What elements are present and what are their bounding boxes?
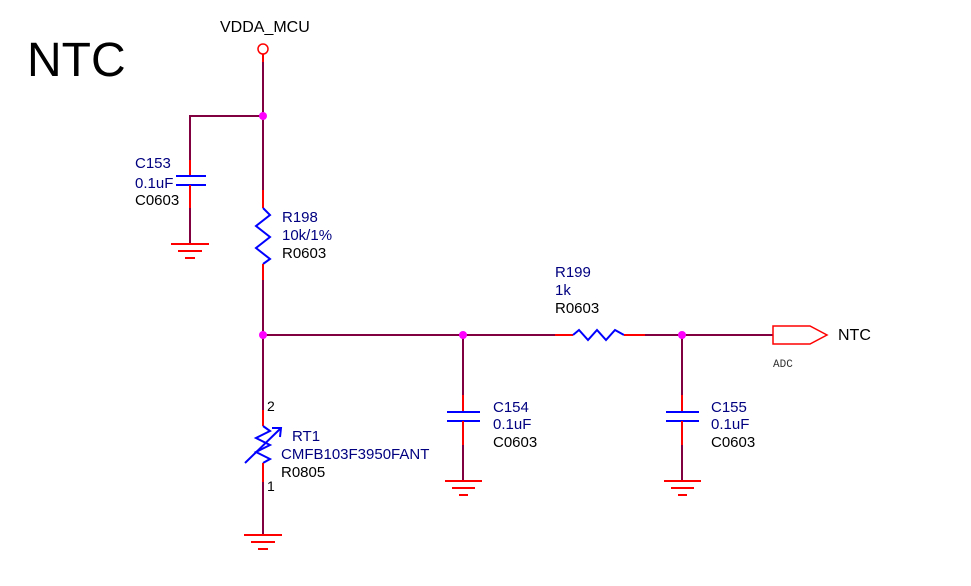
rt1-pin-2-label: 2 bbox=[267, 398, 275, 414]
r199-footprint: R0603 bbox=[555, 300, 599, 317]
r199-zigzag bbox=[572, 328, 625, 342]
rt1-arrow-line bbox=[244, 427, 282, 464]
resistor-r199[interactable]: R199 1k R0603 bbox=[555, 264, 645, 342]
rt1-zigzag bbox=[253, 425, 273, 464]
port-type-label: ADC bbox=[773, 359, 793, 371]
c155-footprint: C0603 bbox=[711, 434, 755, 451]
junction-dot bbox=[459, 331, 467, 339]
r199-value: 1k bbox=[555, 282, 571, 299]
capacitor-c154[interactable]: C154 0.1uF C0603 bbox=[445, 395, 537, 496]
resistor-r198[interactable]: R198 10k/1% R0603 bbox=[254, 190, 332, 280]
power-net-label: VDDA_MCU bbox=[220, 19, 310, 36]
junction-dot bbox=[259, 331, 267, 339]
c155-ref: C155 bbox=[711, 399, 747, 416]
junction-dot bbox=[259, 112, 267, 120]
port-arrow-icon bbox=[772, 325, 829, 345]
capacitor-c153[interactable]: C153 0.1uF C0603 bbox=[135, 155, 209, 259]
ground-icon bbox=[664, 480, 701, 496]
c153-value: 0.1uF bbox=[135, 175, 173, 192]
output-port-ntc[interactable]: NTC ADC bbox=[772, 325, 871, 371]
c153-ref: C153 bbox=[135, 155, 171, 172]
ground-icon bbox=[171, 243, 209, 259]
r199-ref: R199 bbox=[555, 264, 591, 281]
rt1-arrow-head-icon bbox=[272, 427, 283, 438]
r198-footprint: R0603 bbox=[282, 245, 326, 262]
power-port-vdda-mcu[interactable]: VDDA_MCU bbox=[220, 19, 310, 62]
c154-ref: C154 bbox=[493, 399, 529, 416]
sheet-title: NTC bbox=[27, 34, 126, 87]
ground-icon bbox=[445, 480, 482, 496]
power-port-circle-icon bbox=[257, 43, 269, 55]
wire-vdda-to-c153[interactable] bbox=[189, 115, 263, 160]
port-net-label: NTC bbox=[838, 327, 871, 344]
junction-dot bbox=[678, 331, 686, 339]
r198-value: 10k/1% bbox=[282, 227, 332, 244]
rt1-footprint: R0805 bbox=[281, 464, 325, 481]
r198-ref: R198 bbox=[282, 209, 318, 226]
c154-value: 0.1uF bbox=[493, 416, 531, 433]
rt1-ref: RT1 bbox=[292, 428, 320, 445]
c154-footprint: C0603 bbox=[493, 434, 537, 451]
capacitor-c155[interactable]: C155 0.1uF C0603 bbox=[664, 395, 755, 496]
r198-zigzag bbox=[254, 207, 272, 265]
rt1-pin-1-label: 1 bbox=[267, 478, 275, 494]
c153-footprint: C0603 bbox=[135, 192, 179, 209]
ground-icon bbox=[244, 534, 282, 550]
rt1-value: CMFB103F3950FANT bbox=[281, 446, 429, 463]
c155-value: 0.1uF bbox=[711, 416, 749, 433]
thermistor-rt1[interactable]: 2 1 RT1 CMFB103F3950FANT R0805 bbox=[244, 398, 429, 550]
